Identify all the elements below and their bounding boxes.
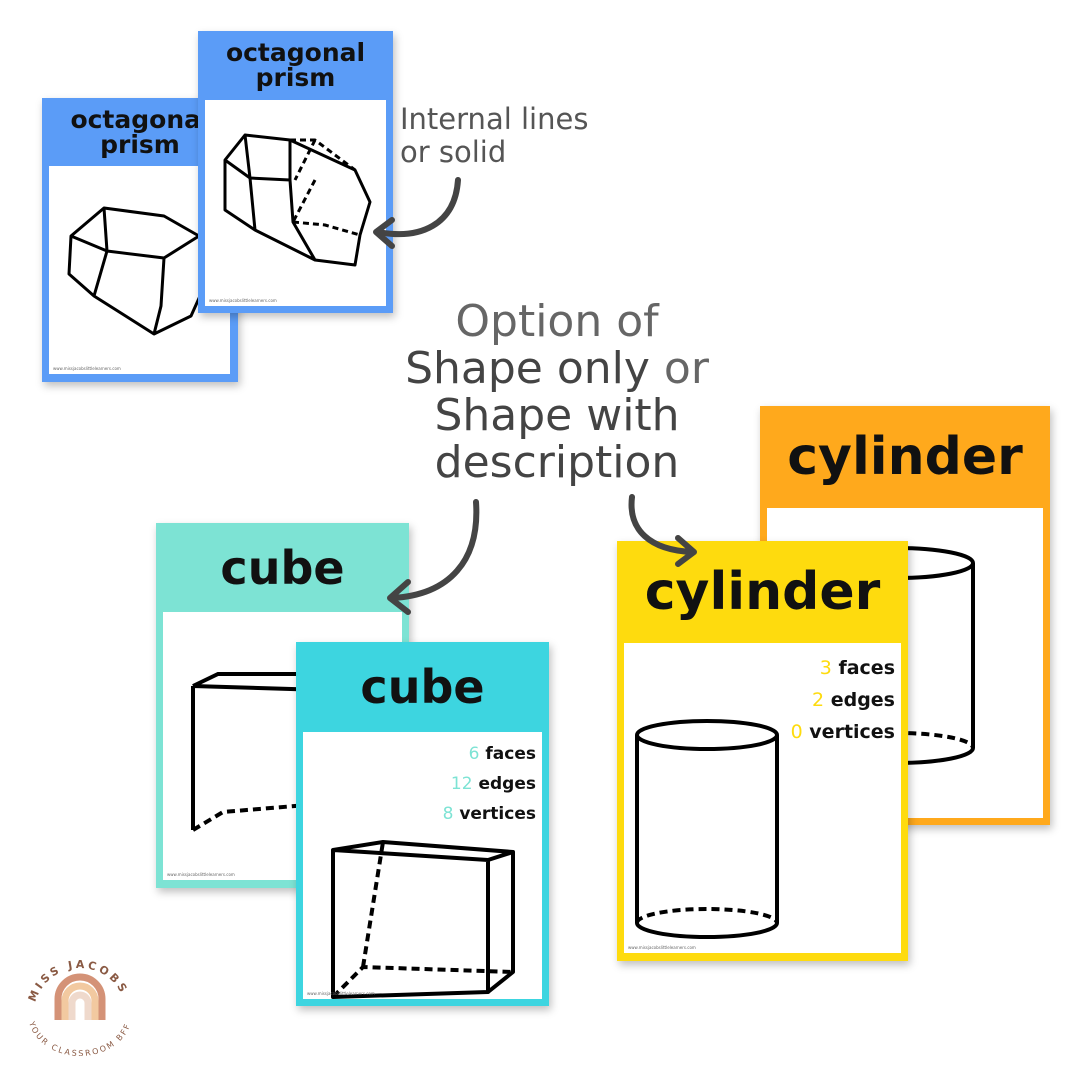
octagonal-prism-internal-lines-icon — [223, 133, 372, 267]
card-title: cube — [220, 540, 345, 595]
cylinder-icon — [635, 719, 779, 939]
cube-stats: 6 faces 12 edges 8 vertices — [442, 744, 536, 824]
headline: Option of Shape only or Shape with descr… — [405, 296, 709, 488]
card-title: cylinder — [644, 562, 881, 622]
card-title: octagonal prism — [225, 38, 366, 92]
annotation-internal-lines: Internal lines or solid — [400, 102, 589, 169]
cylinder-card-front: cylinder 3 faces 2 edges 0 vertices www.… — [617, 541, 908, 961]
svg-text:YOUR CLASSROOM BFF: YOUR CLASSROOM BFF — [27, 1019, 133, 1056]
miss-jacobs-logo: MISS JACOBS YOUR CLASSROOM BFF — [14, 944, 146, 1058]
cube-icon — [331, 840, 515, 999]
card-title: cylinder — [787, 427, 1023, 487]
octagonal-prism-card-front: octagonal prism www.missjacobslittlelear… — [198, 31, 393, 313]
card-title: cube — [360, 659, 485, 714]
cylinder-stats: 3 faces 2 edges 0 vertices — [790, 657, 895, 743]
rainbow-logo-icon: MISS JACOBS YOUR CLASSROOM BFF — [26, 958, 133, 1058]
arrow-to-octagonal — [373, 177, 461, 249]
arrow-to-cylinder — [628, 494, 697, 567]
card-title: octagonal prism — [70, 105, 210, 159]
cube-card-front: cube 6 faces 12 edges 8 vertices www.mis… — [296, 642, 549, 1006]
arrow-to-cube — [387, 499, 480, 615]
